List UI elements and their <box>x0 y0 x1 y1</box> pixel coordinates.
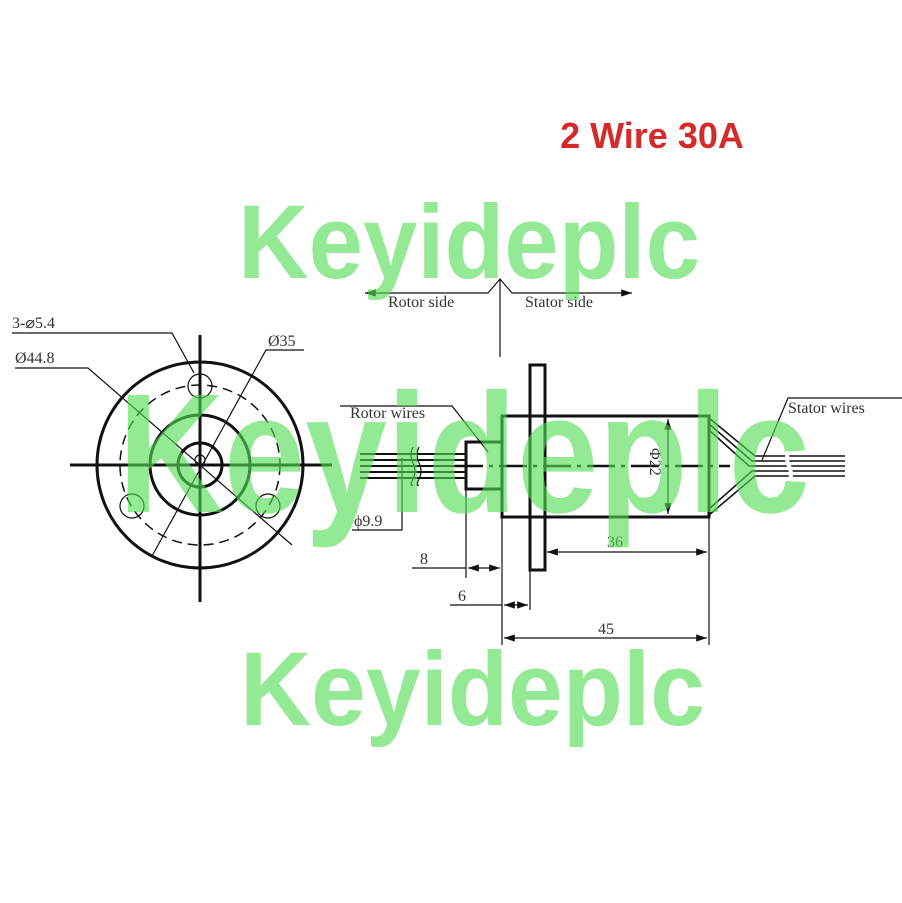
front-view: 3-⌀5.4 Ø44.8 Ø35 <box>12 315 332 602</box>
outer-flange-circle <box>95 360 305 570</box>
shaft-diameter-leader <box>352 458 403 531</box>
rotor-wires-leader <box>340 405 489 453</box>
dim-36-label: 36 <box>607 534 623 551</box>
pcd-leader <box>151 349 304 557</box>
holes-leader <box>12 332 195 374</box>
dim-6-label: 6 <box>458 588 466 605</box>
stator-wires-leader <box>761 397 902 461</box>
title: 2 Wire 30A <box>560 115 744 156</box>
shaft-diameter-label: ϕ9.9 <box>354 513 382 530</box>
watermark-middle: Keyideplc <box>118 359 810 549</box>
mounting-hole <box>255 493 281 519</box>
break-mark <box>410 446 422 486</box>
rotor-wire-bundle <box>360 453 466 479</box>
body-circle <box>148 413 252 517</box>
stator-wires-label: Stator wires <box>788 400 865 417</box>
mounting-hole <box>119 493 145 519</box>
flange <box>528 363 547 572</box>
break-mark <box>785 449 793 483</box>
watermark-bottom: Keyideplc <box>240 631 705 748</box>
side-view: Rotor side Stator side Rotor wires Stato… <box>340 278 902 645</box>
outer-diameter-leader <box>15 367 293 546</box>
pitch-circle <box>119 384 281 546</box>
dim-8-label: 8 <box>420 551 428 568</box>
pcd-label: Ø35 <box>268 333 296 350</box>
rotor-side-label: Rotor side <box>388 294 454 311</box>
holes-label: 3-⌀5.4 <box>12 315 55 332</box>
rotor-wires-label: Rotor wires <box>350 405 425 422</box>
shaft-circle <box>176 441 224 489</box>
watermark-top: Keyideplc <box>238 184 700 301</box>
outer-diameter-label: Ø44.8 <box>15 350 55 367</box>
mounting-hole <box>187 373 213 399</box>
body-diameter-label: Φ22 <box>646 448 663 476</box>
watermarks: Keyideplc Keyideplc Keyideplc <box>118 184 810 748</box>
stator-side-label: Stator side <box>525 294 593 311</box>
stator-wire-bundle <box>708 417 845 516</box>
dim-45-label: 45 <box>598 621 614 638</box>
